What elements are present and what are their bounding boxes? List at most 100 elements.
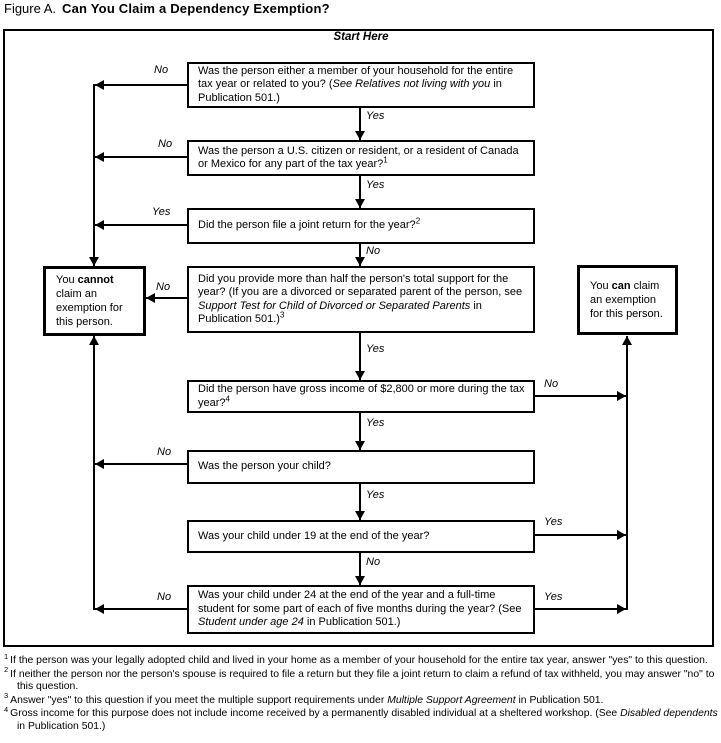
arrowhead-down-icon: [355, 131, 365, 140]
question-text-italic: See Relatives not living with you: [332, 78, 491, 91]
arrowhead-left-icon: [95, 152, 104, 162]
branch-line-q1-no: [94, 84, 187, 86]
question-box-gross-income: Did the person have gross income of $2,8…: [187, 380, 535, 413]
arrowhead-down-icon: [355, 576, 365, 585]
question-text: Was the person your child?: [189, 460, 533, 474]
question-text: Did the person have gross income of $2,8…: [189, 383, 533, 410]
connector-q7-q8: [359, 552, 361, 585]
footnote-marker: 2: [4, 665, 9, 675]
page-title: Figure A. Can You Claim a Dependency Exem…: [4, 1, 330, 16]
branch-label-q4-yes: Yes: [366, 343, 385, 355]
branch-label-q3-yes: Yes: [152, 206, 171, 218]
branch-label-q2-no: No: [158, 138, 173, 150]
question-text-post: in Publication 501.): [198, 299, 482, 326]
arrowhead-down-icon: [355, 441, 365, 450]
footnote-text-post: in Publication 501.): [17, 720, 106, 732]
connector-q4-q5: [359, 332, 361, 380]
branch-label-q7-no: No: [366, 556, 381, 568]
question-text: Was the person a U.S. citizen or residen…: [189, 145, 533, 172]
arrowhead-down-icon: [355, 199, 365, 208]
connector-q5-q6: [359, 412, 361, 450]
question-box-your-child: Was the person your child?: [187, 450, 535, 484]
arrowhead-left-icon: [95, 604, 104, 614]
rail-right: [626, 336, 628, 610]
branch-label-q6-no: No: [157, 446, 172, 458]
branch-line-q3-yes: [94, 224, 187, 226]
footnote-text: Answer "yes" to this question if you mee…: [10, 694, 388, 706]
branch-line-q5-no: [535, 395, 627, 397]
question-box-joint-return: Did the person file a joint return for t…: [187, 208, 535, 244]
footnote-marker: 4: [225, 393, 230, 403]
outcome-text: You cannot claim an exemption for this p…: [46, 273, 143, 329]
outcome-text: You can claim an exemption for this pers…: [580, 279, 675, 321]
footnote-text: Gross income for this purpose does not i…: [10, 708, 621, 719]
branch-line-q8-no: [94, 608, 187, 610]
question-text-pre: Was the person your child?: [198, 460, 331, 473]
question-text: Did you provide more than half the perso…: [189, 273, 533, 327]
branch-label-q4-no: No: [156, 281, 171, 293]
branch-label-q3-no: No: [366, 245, 381, 257]
footnote-marker: 1: [383, 155, 388, 165]
footnote-marker: 3: [4, 691, 9, 701]
arrowhead-up-icon: [622, 336, 632, 345]
branch-label-q7-yes: Yes: [544, 516, 563, 528]
connector-q2-q3: [359, 175, 361, 208]
question-text-italic: Support Test for Child of Divorced or Se…: [198, 299, 471, 312]
footnote-marker: 2: [415, 216, 421, 226]
outcome-text-bold: can: [611, 280, 631, 292]
question-box-citizen: Was the person a U.S. citizen or residen…: [187, 140, 535, 176]
connector-q1-q2: [359, 106, 361, 140]
branch-label-q5-no: No: [544, 378, 559, 390]
question-text: Was your child under 19 at the end of th…: [189, 530, 533, 544]
footnote-text-post: in Publication 501.: [515, 694, 604, 706]
footnote-text: If neither the person nor the person's s…: [10, 668, 715, 693]
branch-line-q7-yes: [535, 534, 627, 536]
arrowhead-left-icon: [146, 293, 155, 303]
branch-label-q2-yes: Yes: [366, 179, 385, 191]
outcome-text-post: claim an exemption for this person.: [590, 280, 663, 320]
branch-label-q8-no: No: [157, 591, 172, 603]
branch-line-q6-no: [94, 463, 187, 465]
arrowhead-down-icon: [355, 371, 365, 380]
start-here-label: Start Here: [333, 31, 389, 43]
arrowhead-right-icon: [617, 530, 626, 540]
arrowhead-right-icon: [617, 604, 626, 614]
arrowhead-down-icon: [89, 257, 99, 266]
outcome-text-pre: You: [590, 280, 612, 292]
footnote-text-italic: Disabled dependents: [620, 708, 718, 719]
question-text-post: in Publication 501.): [303, 616, 401, 629]
outcome-box-can-claim: You can claim an exemption for this pers…: [577, 265, 678, 335]
rail-left-upper: [93, 84, 95, 266]
branch-label-q5-yes: Yes: [366, 417, 385, 429]
footnote-marker: 3: [279, 310, 285, 320]
connector-q6-q7: [359, 483, 361, 520]
footnote-marker: 1: [4, 651, 9, 661]
branch-label-q6-yes: Yes: [366, 489, 385, 501]
chart-border: [3, 29, 714, 647]
question-text: Was your child under 24 at the end of th…: [189, 589, 533, 630]
arrowhead-left-icon: [95, 80, 104, 90]
footnote-marker: 4: [4, 704, 9, 714]
arrowhead-down-icon: [355, 511, 365, 520]
branch-line-q8-yes: [535, 608, 627, 610]
arrowhead-down-icon: [355, 257, 365, 266]
question-box-support: Did you provide more than half the perso…: [187, 266, 535, 333]
question-box-under-19: Was your child under 19 at the end of th…: [187, 520, 535, 553]
branch-label-q8-yes: Yes: [544, 591, 563, 603]
branch-label-q1-yes: Yes: [366, 110, 385, 122]
question-text-pre: Did you provide more than half the perso…: [198, 272, 523, 299]
branch-line-q4-no: [146, 297, 187, 299]
arrowhead-up-icon: [89, 336, 99, 345]
question-text-pre: Did the person file a joint return for t…: [198, 219, 416, 232]
figure-title-text: Can You Claim a Dependency Exemption?: [62, 1, 330, 16]
question-text-pre: Was the person a U.S. citizen or residen…: [198, 144, 519, 171]
question-text: Did the person file a joint return for t…: [189, 216, 533, 233]
footnote-text-italic: Multiple Support Agreement: [387, 694, 516, 706]
figure-label: Figure A.: [4, 1, 57, 16]
question-text-post: in Publication 501.): [198, 78, 502, 104]
outcome-text-bold: cannot: [77, 274, 114, 286]
question-box-under-24-student: Was your child under 24 at the end of th…: [187, 585, 535, 634]
